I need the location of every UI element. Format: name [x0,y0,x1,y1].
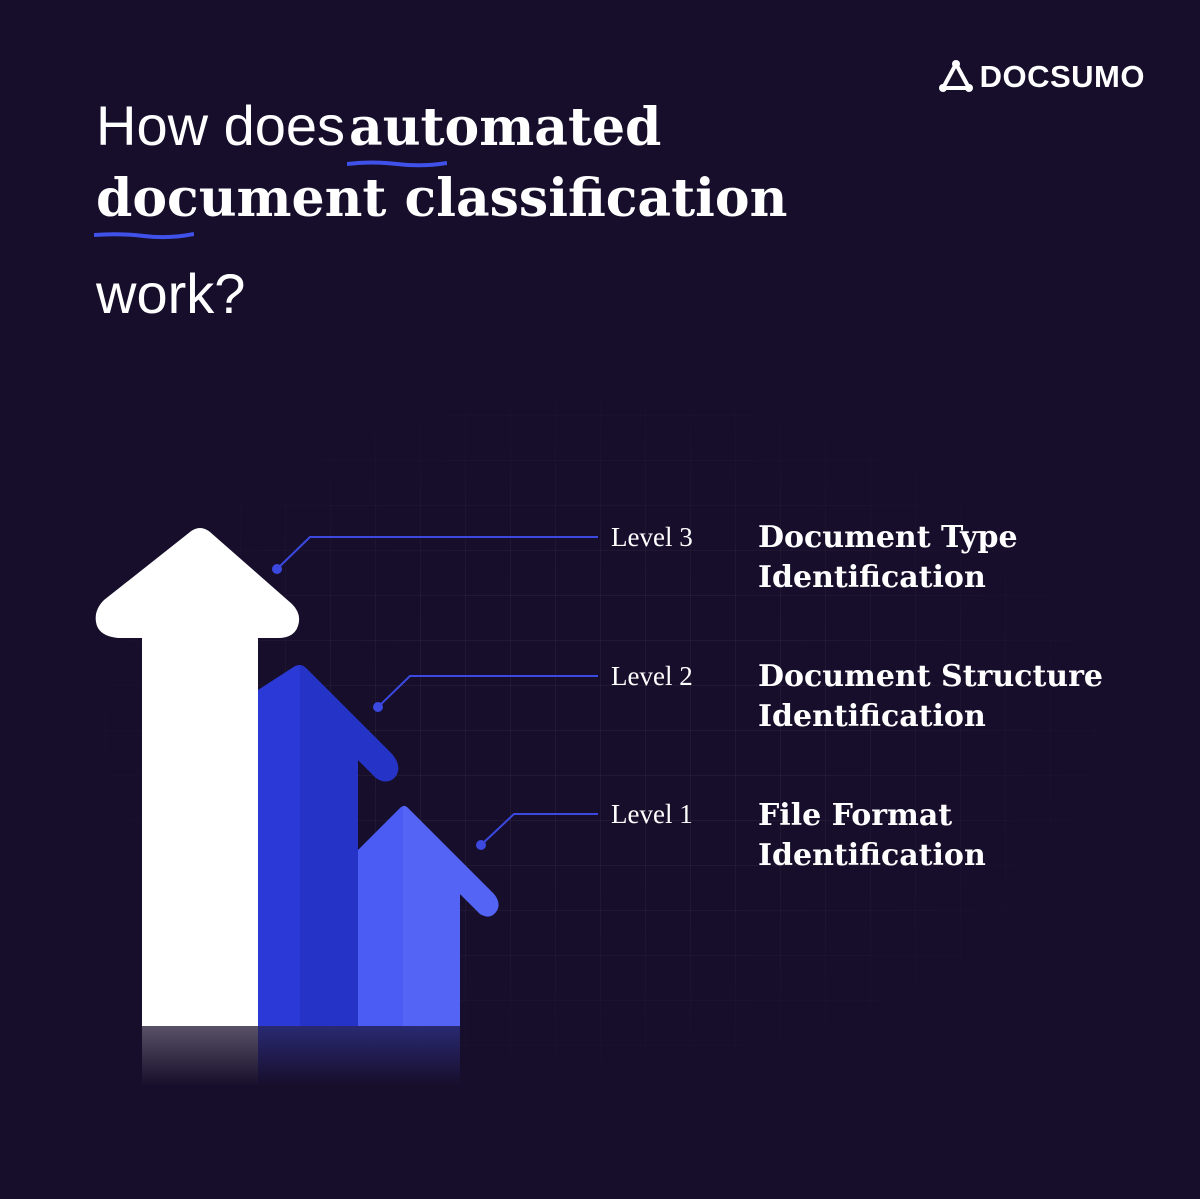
title-line-3: work? [96,252,996,336]
level-2-title: Document Structure Identification [758,657,1103,737]
title-highlight-word: automated [349,97,662,158]
level-2-title-line-2: Identification [758,699,986,734]
brush-underline [94,232,194,240]
level-3-title-line-1: Document Type [758,520,1018,555]
brush-underline [347,160,448,168]
title-plain-text: work? [96,262,246,325]
page-title: How does automated document classificati… [94,84,996,336]
brand-name: DOCSUMO [979,59,1145,94]
level-3-connector [272,536,598,574]
brand-logo: DOCSUMO [938,58,1145,96]
title-plain-text: How does [96,94,346,157]
level-3-title: Document Type Identification [758,518,1018,598]
level-1-connector [476,813,598,850]
level-2-connector [373,675,598,712]
level-2-arrow [258,665,399,1026]
level-1-label: Level 1 [611,799,693,829]
level-3-title-line-2: Identification [758,560,986,595]
level-3-label: Level 3 [611,522,693,552]
level-2-label: Level 2 [611,661,693,691]
level-2-title-line-1: Document Structure [758,659,1104,694]
level-1-title: File Format Identification [758,796,986,876]
title-highlight-text: automated [347,97,662,168]
title-highlight-text: document classification [94,168,788,240]
level-3-reflection [142,1026,258,1086]
level-3-arrow [95,528,300,1026]
level-2-reflection [258,1026,358,1086]
level-1-reflection [358,1026,460,1086]
title-line-1: How does automated [96,84,996,168]
docsumo-logo-icon [938,58,974,96]
level-1-title-line-1: File Format [758,798,953,833]
level-1-title-line-2: Identification [758,838,986,873]
title-highlight-phrase: document classification [96,168,788,229]
title-line-2: document classification [94,168,996,252]
level-1-arrow [358,805,499,1026]
